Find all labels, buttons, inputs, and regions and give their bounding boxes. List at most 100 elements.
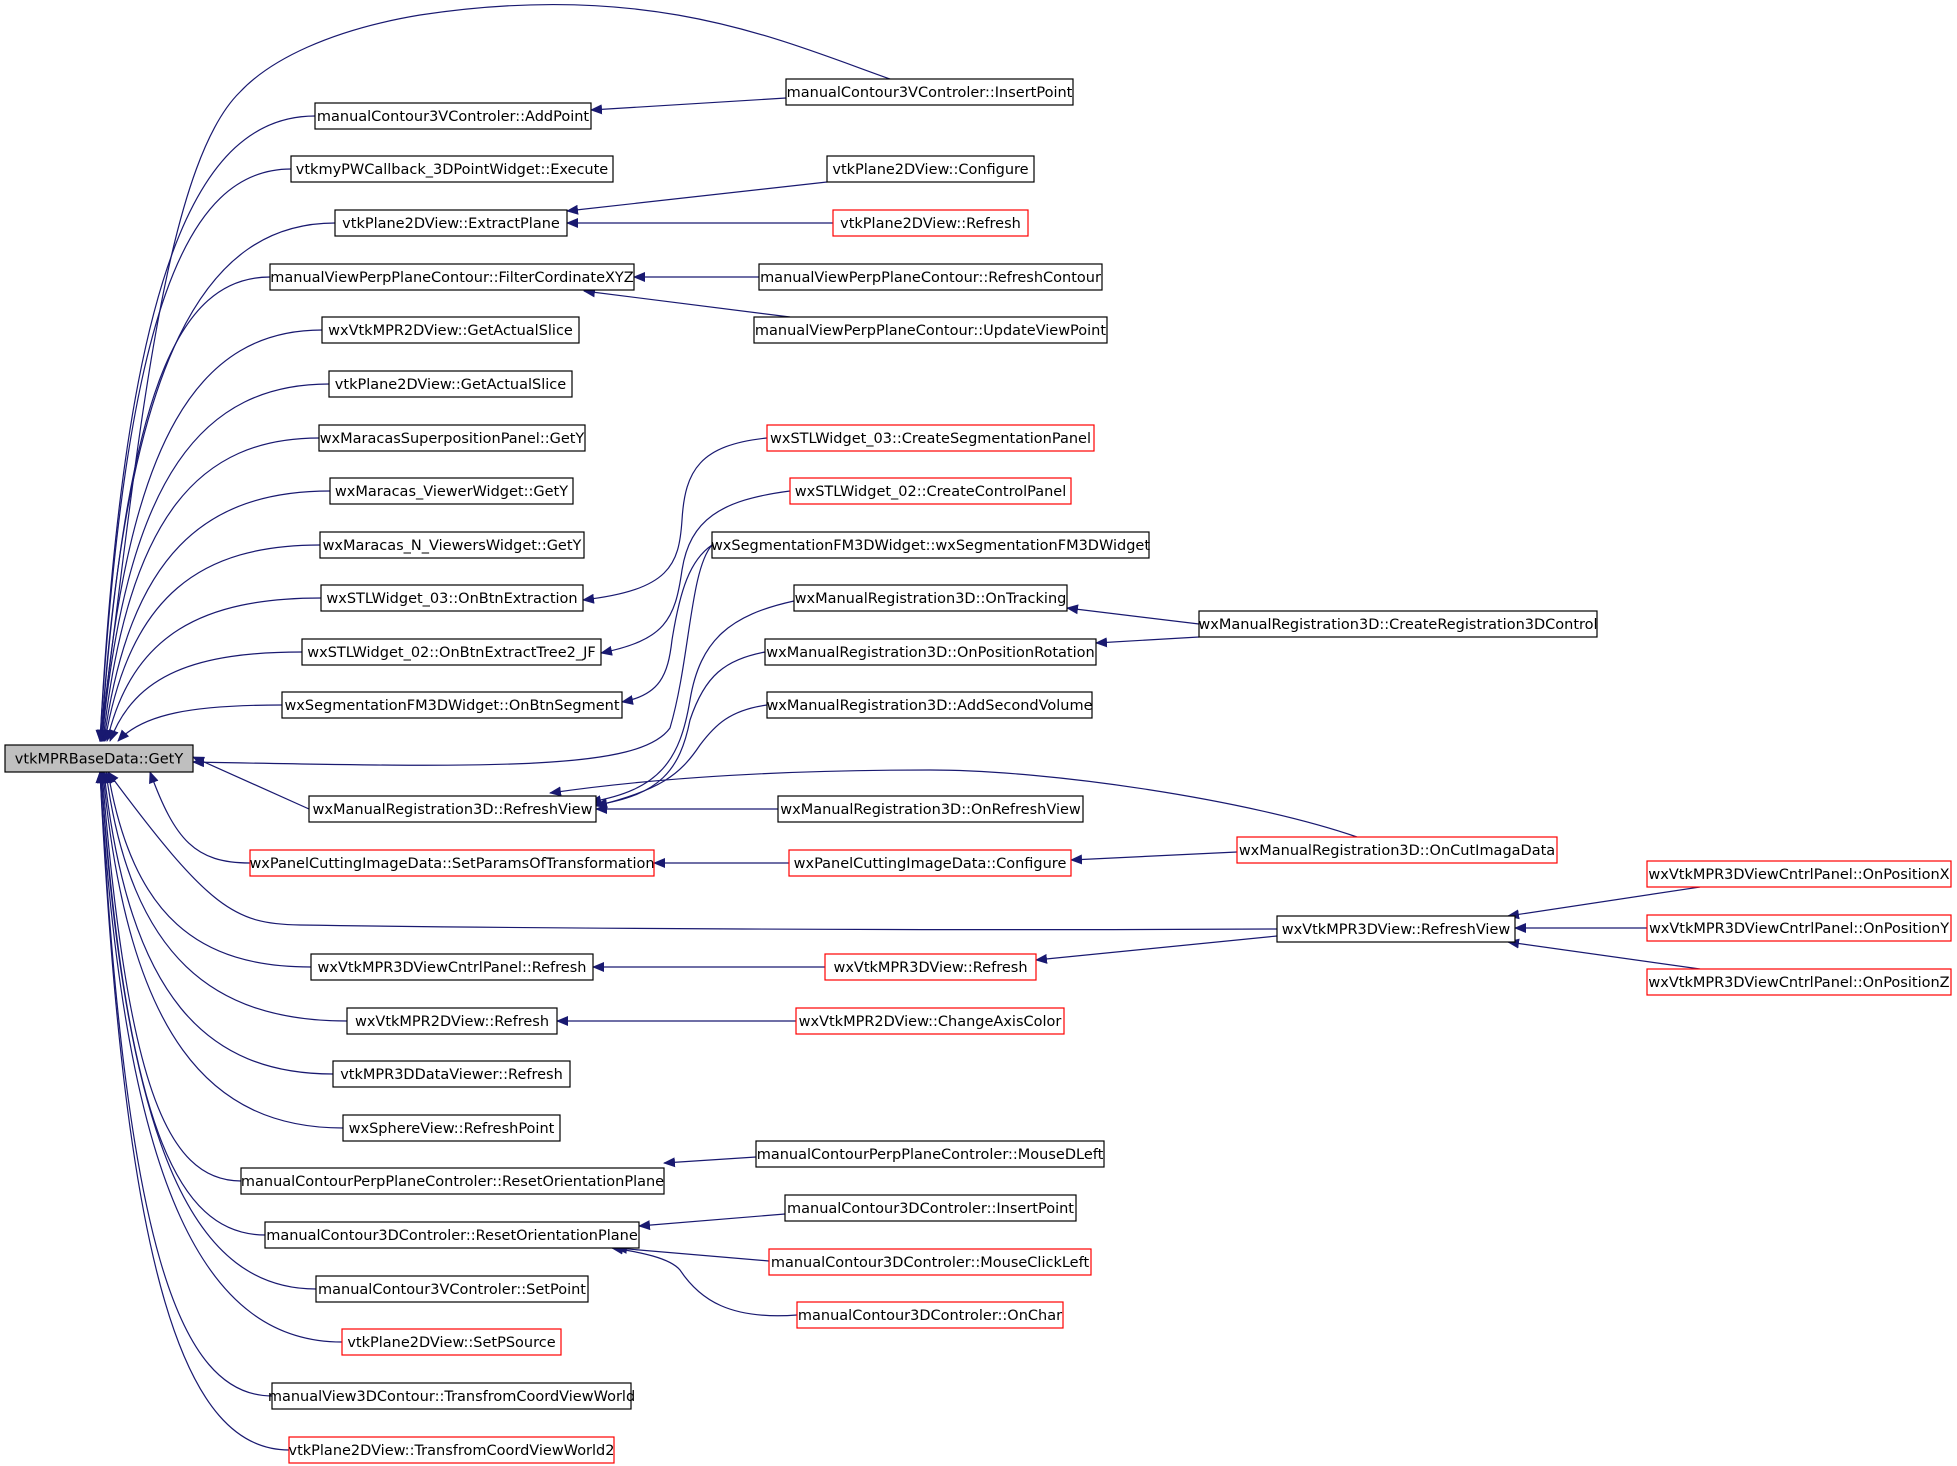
node-box: [321, 316, 580, 344]
node-box: [334, 209, 568, 237]
node-label: wxPanelCuttingImageData::Configure: [794, 856, 1067, 872]
node-c9[interactable]: wxMaracas_N_ViewersWidget::GetY: [319, 531, 585, 559]
edge-c13-to-root: [192, 756, 310, 810]
node-c22[interactable]: vtkPlane2DView::SetPSource: [341, 1328, 562, 1356]
node-c11[interactable]: wxSTLWidget_02::OnBtnExtractTree2_JF: [301, 638, 602, 666]
node-d11[interactable]: wxManualRegistration3D::AddSecondVolume: [766, 691, 1093, 719]
node-d17[interactable]: manualContour3DControler::InsertPoint: [784, 1194, 1077, 1222]
node-label: manualContour3VControler::AddPoint: [317, 109, 590, 125]
node-label: wxManualRegistration3D::OnPositionRotati…: [766, 645, 1094, 661]
node-label: manualContourPerpPlaneControler::ResetOr…: [241, 1174, 664, 1190]
node-box: [1236, 836, 1558, 864]
node-box: [264, 1221, 640, 1249]
edge-e1-to-d9: [1066, 604, 1200, 625]
node-label: wxVtkMPR3DViewCntrlPanel::OnPositionX: [1648, 867, 1949, 883]
node-d9[interactable]: wxManualRegistration3D::OnTracking: [793, 584, 1068, 612]
node-label: wxSegmentationFM3DWidget::wxSegmentation…: [711, 538, 1150, 554]
node-c6[interactable]: vtkPlane2DView::GetActualSlice: [328, 370, 573, 398]
node-label: vtkPlane2DView::Configure: [832, 162, 1028, 178]
node-c2[interactable]: vtkmyPWCallback_3DPointWidget::Execute: [290, 155, 614, 183]
node-label: manualContour3DControler::MouseClickLeft: [771, 1255, 1090, 1271]
node-label: manualContourPerpPlaneControler::MouseDL…: [757, 1147, 1104, 1163]
node-d8[interactable]: wxSegmentationFM3DWidget::wxSegmentation…: [711, 531, 1150, 559]
node-label: manualView3DContour::TransfromCoordViewW…: [268, 1389, 635, 1405]
node-c14[interactable]: wxPanelCuttingImageData::SetParamsOfTran…: [249, 849, 655, 877]
node-d6[interactable]: wxSTLWidget_03::CreateSegmentationPanel: [766, 424, 1095, 452]
node-d13[interactable]: wxPanelCuttingImageData::Configure: [788, 849, 1072, 877]
node-c24[interactable]: vtkPlane2DView::TransfromCoordViewWorld2: [288, 1436, 615, 1464]
node-c8[interactable]: wxMaracas_ViewerWidget::GetY: [329, 477, 574, 505]
node-d15[interactable]: wxVtkMPR2DView::ChangeAxisColor: [795, 1007, 1065, 1035]
node-c3[interactable]: vtkPlane2DView::ExtractPlane: [334, 209, 568, 237]
node-box: [315, 1275, 589, 1303]
node-label: wxManualRegistration3D::OnTracking: [795, 591, 1067, 607]
node-d7[interactable]: wxSTLWidget_02::CreateControlPanel: [789, 477, 1072, 505]
node-c13[interactable]: wxManualRegistration3D::RefreshView: [308, 795, 597, 823]
edge-c17-to-root: [100, 771, 334, 1075]
edge-e2-to-c13: [549, 769, 1358, 838]
node-c12[interactable]: wxSegmentationFM3DWidget::OnBtnSegment: [281, 691, 623, 719]
node-box: [758, 263, 1103, 291]
node-label: vtkPlane2DView::ExtractPlane: [342, 216, 560, 232]
node-c5[interactable]: wxVtkMPR2DView::GetActualSlice: [321, 316, 580, 344]
node-c18[interactable]: wxSphereView::RefreshPoint: [342, 1114, 561, 1142]
edge-c6-to-root: [98, 383, 330, 742]
node-c20[interactable]: manualContour3DControler::ResetOrientati…: [264, 1221, 640, 1249]
node-box: [788, 849, 1072, 877]
node-box: [1646, 968, 1952, 996]
node-c17[interactable]: vtkMPR3DDataViewer::Refresh: [332, 1060, 571, 1088]
node-c19[interactable]: manualContourPerpPlaneControler::ResetOr…: [240, 1167, 665, 1195]
node-label: manualContour3DControler::OnChar: [798, 1308, 1062, 1324]
node-f3[interactable]: wxVtkMPR3DViewCntrlPanel::OnPositionZ: [1646, 968, 1952, 996]
edge-d1-to-c1: [590, 97, 787, 115]
node-f2[interactable]: wxVtkMPR3DViewCntrlPanel::OnPositionY: [1646, 914, 1952, 942]
node-d18[interactable]: manualContour3DControler::MouseClickLeft: [768, 1248, 1092, 1276]
edge-d8-to-c12: [621, 544, 713, 705]
node-d5[interactable]: manualViewPerpPlaneContour::UpdateViewPo…: [753, 316, 1108, 344]
node-d16[interactable]: manualContourPerpPlaneControler::MouseDL…: [755, 1140, 1105, 1168]
node-box: [711, 531, 1150, 559]
edge-c15-to-root: [104, 771, 312, 968]
edge-c18-to-root: [99, 771, 344, 1129]
node-f1[interactable]: wxVtkMPR3DViewCntrlPanel::OnPositionX: [1646, 860, 1952, 888]
node-c10[interactable]: wxSTLWidget_03::OnBtnExtraction: [320, 584, 584, 612]
node-label: wxSTLWidget_03::CreateSegmentationPanel: [770, 431, 1091, 447]
node-box: [764, 638, 1097, 666]
node-d12[interactable]: wxManualRegistration3D::OnRefreshView: [777, 795, 1084, 823]
node-label: vtkPlane2DView::GetActualSlice: [335, 377, 566, 393]
node-d3[interactable]: vtkPlane2DView::Refresh: [832, 209, 1029, 237]
node-box: [240, 1167, 665, 1195]
node-c4[interactable]: manualViewPerpPlaneContour::FilterCordin…: [269, 263, 635, 291]
node-label: wxSphereView::RefreshPoint: [349, 1121, 555, 1137]
edge-c19-to-root: [97, 771, 242, 1182]
node-e3[interactable]: wxVtkMPR3DView::RefreshView: [1276, 915, 1516, 943]
node-label: vtkPlane2DView::TransfromCoordViewWorld2: [289, 1443, 615, 1459]
node-c23[interactable]: manualView3DContour::TransfromCoordViewW…: [268, 1382, 635, 1410]
node-layer: vtkMPRBaseData::GetYmanualContour3VContr…: [4, 78, 1952, 1464]
node-label: manualContour3VControler::InsertPoint: [787, 85, 1073, 101]
node-box: [1198, 610, 1598, 638]
node-box: [290, 155, 614, 183]
node-d14[interactable]: wxVtkMPR3DView::Refresh: [824, 953, 1037, 981]
node-label: manualViewPerpPlaneContour::UpdateViewPo…: [755, 323, 1106, 339]
edge-d18-to-c20: [615, 1243, 770, 1262]
node-box: [314, 102, 592, 130]
edge-d2-to-c3: [566, 181, 828, 215]
node-e1[interactable]: wxManualRegistration3D::CreateRegistrati…: [1198, 610, 1598, 638]
edge-d11-to-c13: [595, 704, 768, 809]
node-d4[interactable]: manualViewPerpPlaneContour::RefreshConto…: [758, 263, 1103, 291]
node-d19[interactable]: manualContour3DControler::OnChar: [796, 1301, 1064, 1329]
node-c15[interactable]: wxVtkMPR3DViewCntrlPanel::Refresh: [310, 953, 594, 981]
node-c21[interactable]: manualContour3VControler::SetPoint: [315, 1275, 589, 1303]
node-d2[interactable]: vtkPlane2DView::Configure: [826, 155, 1035, 183]
node-label: manualViewPerpPlaneContour::FilterCordin…: [270, 270, 634, 286]
root-node[interactable]: vtkMPRBaseData::GetY: [4, 744, 194, 773]
node-c7[interactable]: wxMaracasSuperpositionPanel::GetY: [318, 424, 586, 452]
edge-e2-to-d13: [1070, 851, 1238, 865]
node-c1[interactable]: manualContour3VControler::AddPoint: [314, 102, 592, 130]
node-d1[interactable]: manualContour3VControler::InsertPoint: [785, 78, 1074, 106]
node-c16[interactable]: wxVtkMPR2DView::Refresh: [346, 1007, 558, 1035]
node-e2[interactable]: wxManualRegistration3D::OnCutImagaData: [1236, 836, 1558, 864]
node-label: wxVtkMPR3DView::Refresh: [833, 960, 1027, 976]
node-d10[interactable]: wxManualRegistration3D::OnPositionRotati…: [764, 638, 1097, 666]
